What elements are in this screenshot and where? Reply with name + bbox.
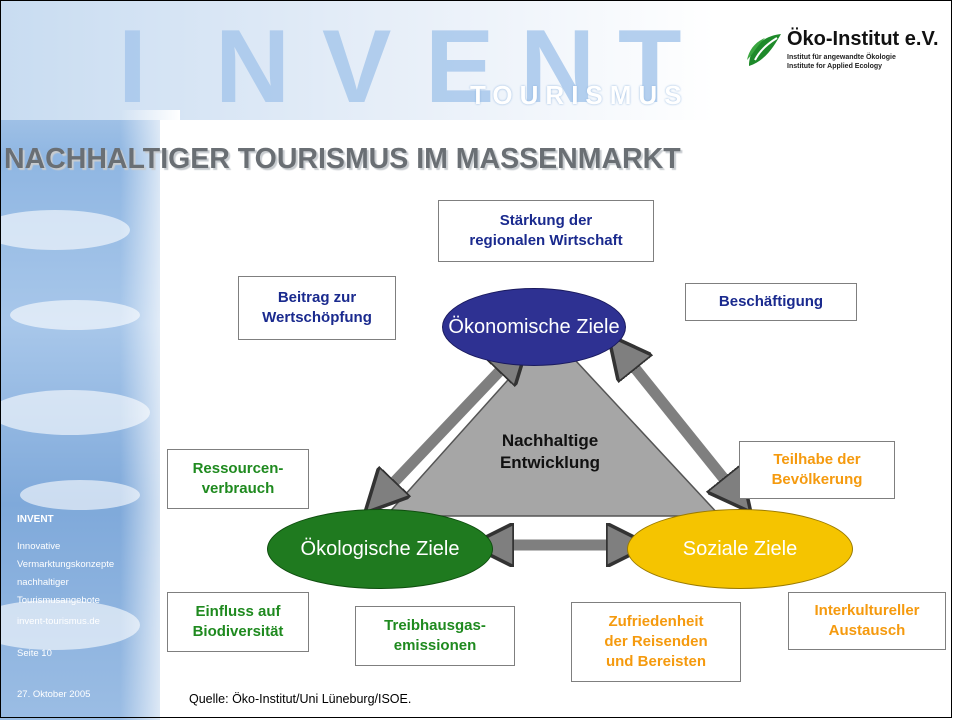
economic-goals-label: Ökonomische Ziele: [448, 315, 620, 338]
header-sky: [0, 0, 954, 120]
box-beschaeftigung: Beschäftigung: [685, 283, 857, 321]
box-line: verbrauch: [201, 480, 275, 497]
box-line: Einfluss auf: [195, 602, 281, 620]
sidebar-line: Vermarktungskonzepte: [17, 559, 115, 570]
box-zufriedenheit: Zufriedenheit der Reisenden und Bereiste…: [571, 602, 741, 682]
cloud: [0, 600, 140, 650]
arrow-economic-social: [622, 352, 737, 495]
box-line: Interkultureller: [814, 601, 920, 619]
box-einfluss: Einfluss auf Biodiversität: [167, 592, 309, 652]
source-note: Quelle: Öko-Institut/Uni Lüneburg/ISOE.: [189, 692, 412, 706]
sidebar-website: invent-tourismus.de: [17, 616, 100, 627]
box-line: Beitrag zur: [277, 288, 357, 306]
box-staerkung: Stärkung der regionalen Wirtschaft: [438, 200, 654, 262]
invent-letter: E: [425, 9, 495, 125]
arrow-economic-ecological: [380, 356, 514, 497]
invent-letter: T: [618, 9, 682, 125]
sidebar-page-number: Seite 10: [17, 648, 52, 659]
box-line: Biodiversität: [192, 623, 284, 640]
box-line: und Bereisten: [605, 653, 707, 671]
sidebar-line: nachhaltiger: [17, 577, 69, 588]
invent-letter: N: [215, 9, 291, 125]
center-label: Nachhaltige Entwicklung: [470, 430, 630, 474]
box-line: Ressourcen-: [192, 459, 284, 477]
logo-subtitle: Institut für angewandte Ökologie: [787, 54, 896, 61]
page-title: NACHHALTIGER TOURISMUS IM MASSENMARKT: [4, 143, 681, 175]
box-line: der Reisenden: [604, 632, 708, 650]
box-line: Stärkung der: [499, 211, 593, 229]
box-line: emissionen: [393, 637, 477, 654]
box-line: Beschäftigung: [718, 292, 824, 310]
cloud: [0, 210, 130, 250]
logo-subtitle: Institute for Applied Ecology: [787, 63, 883, 70]
tourismus-wordmark: TOURISMUS: [470, 80, 689, 110]
box-line: Treibhausgas-: [384, 616, 486, 634]
box-line: Bevölkerung: [771, 471, 863, 488]
sidebar-date: 27. Oktober 2005: [17, 689, 91, 700]
leaf-icon: [747, 34, 781, 66]
box-line: regionalen Wirtschaft: [469, 232, 623, 249]
invent-letter: V: [322, 9, 392, 125]
center-label-line: Entwicklung: [499, 453, 601, 473]
box-interkulturell: Interkultureller Austausch: [788, 592, 946, 650]
box-line: Teilhabe der: [773, 450, 861, 468]
ecological-goals-label: Ökologische Ziele: [300, 537, 460, 560]
sidebar-line: Tourismusangebote: [17, 595, 100, 606]
box-beitrag: Beitrag zur Wertschöpfung: [238, 276, 396, 340]
economic-goals-ellipse: Ökonomische Ziele: [442, 288, 626, 366]
logo-name: Öko-Institut e.V.: [787, 28, 939, 50]
sidebar-line: Innovative: [17, 541, 61, 552]
oeko-institut-logo: Öko-Institut e.V. Institut für angewandt…: [745, 26, 940, 82]
invent-letter: N: [520, 9, 596, 125]
sidebar-heading: INVENT: [17, 514, 54, 525]
cloud: [10, 300, 140, 330]
social-goals-label: Soziale Ziele: [682, 537, 798, 560]
box-ressourcen: Ressourcen- verbrauch: [167, 449, 309, 509]
box-line: Wertschöpfung: [262, 309, 372, 326]
invent-letter: I: [118, 9, 147, 125]
box-line: Austausch: [828, 622, 906, 639]
box-treibhaus: Treibhausgas- emissionen: [355, 606, 515, 666]
social-goals-ellipse: Soziale Ziele: [627, 509, 853, 589]
box-teilhabe: Teilhabe der Bevölkerung: [739, 441, 895, 499]
center-label-line: Nachhaltige: [501, 431, 599, 450]
box-line: Zufriedenheit: [608, 612, 704, 630]
ecological-goals-ellipse: Ökologische Ziele: [267, 509, 493, 589]
